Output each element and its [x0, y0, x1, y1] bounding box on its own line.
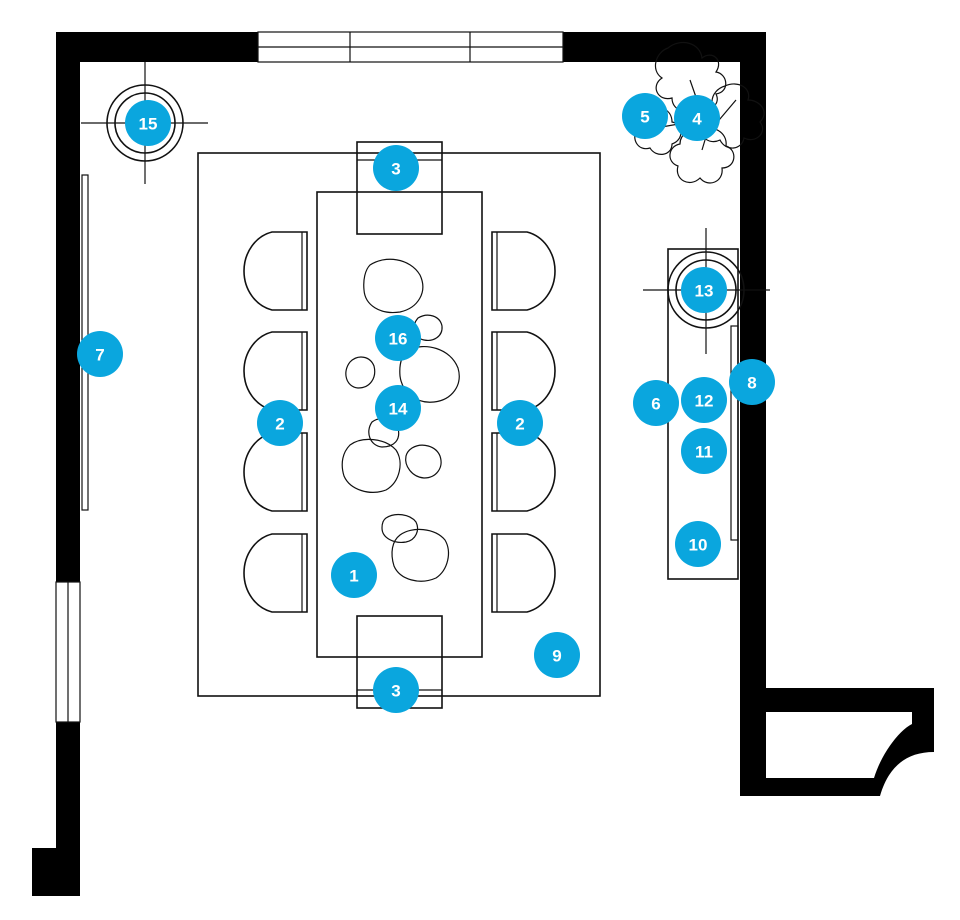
marker-2-right: 2 — [497, 400, 543, 446]
marker-5: 5 — [622, 93, 668, 139]
marker-3-top-label: 3 — [391, 160, 400, 179]
wall-left-upper — [56, 32, 80, 582]
marker-7-badge — [77, 331, 123, 377]
wall-top-right — [563, 32, 766, 62]
window-left — [55, 581, 81, 723]
wall-left-lower — [56, 722, 80, 850]
marker-10-label: 10 — [689, 536, 708, 555]
marker-14: 14 — [375, 385, 421, 431]
marker-13-badge — [681, 267, 727, 313]
marker-12-label: 12 — [695, 392, 714, 411]
marker-6-label: 6 — [651, 395, 660, 414]
wall-left-foot — [32, 848, 80, 896]
walls — [32, 32, 934, 896]
marker-6: 6 — [633, 380, 679, 426]
side-chairs-left — [243, 231, 308, 613]
marker-7-label: 7 — [95, 346, 104, 365]
marker-3-bottom-badge — [373, 667, 419, 713]
centerpiece-stones — [341, 258, 460, 582]
marker-3-top: 3 — [373, 145, 419, 191]
marker-13-label: 13 — [695, 282, 714, 301]
wall-top-left — [56, 32, 258, 62]
marker-4-label: 4 — [692, 110, 702, 129]
marker-14-label: 14 — [389, 400, 408, 419]
marker-16-badge — [375, 315, 421, 361]
marker-12: 12 — [681, 377, 727, 423]
marker-11: 11 — [681, 428, 727, 474]
marker-8: 8 — [729, 359, 775, 405]
marker-4-badge — [674, 95, 720, 141]
marker-14-badge — [375, 385, 421, 431]
marker-7: 7 — [77, 331, 123, 377]
marker-6-badge — [633, 380, 679, 426]
marker-8-badge — [729, 359, 775, 405]
marker-15-badge — [125, 100, 171, 146]
marker-2-right-label: 2 — [515, 415, 524, 434]
marker-9-badge — [534, 632, 580, 678]
marker-5-label: 5 — [640, 108, 649, 127]
marker-4: 4 — [674, 95, 720, 141]
marker-11-label: 11 — [695, 443, 713, 462]
marker-13: 13 — [681, 267, 727, 313]
marker-1-badge — [331, 552, 377, 598]
marker-10-badge — [675, 521, 721, 567]
window-top — [257, 31, 564, 63]
marker-9-label: 9 — [552, 647, 561, 666]
wall-right — [740, 32, 766, 796]
marker-15-label: 15 — [139, 115, 158, 134]
side-chairs-right — [491, 231, 556, 613]
marker-8-label: 8 — [747, 374, 756, 393]
marker-2-right-badge — [497, 400, 543, 446]
marker-16: 16 — [375, 315, 421, 361]
marker-12-badge — [681, 377, 727, 423]
marker-3-bottom-label: 3 — [391, 682, 400, 701]
marker-15: 15 — [125, 100, 171, 146]
marker-2-left-badge — [257, 400, 303, 446]
marker-16-label: 16 — [389, 330, 408, 349]
marker-11-badge — [681, 428, 727, 474]
marker-5-badge — [622, 93, 668, 139]
table-lamp-sideboard — [643, 228, 770, 354]
marker-1-label: 1 — [349, 567, 358, 586]
marker-2-left-label: 2 — [275, 415, 284, 434]
wall-right-bottom — [740, 778, 880, 796]
marker-9: 9 — [534, 632, 580, 678]
marker-3-bottom: 3 — [373, 667, 419, 713]
marker-10: 10 — [675, 521, 721, 567]
marker-3-top-badge — [373, 145, 419, 191]
dining-table — [316, 191, 483, 658]
marker-2-left: 2 — [257, 400, 303, 446]
wall-right-ledge — [766, 688, 934, 712]
marker-1: 1 — [331, 552, 377, 598]
wall-right-curve — [866, 712, 934, 796]
